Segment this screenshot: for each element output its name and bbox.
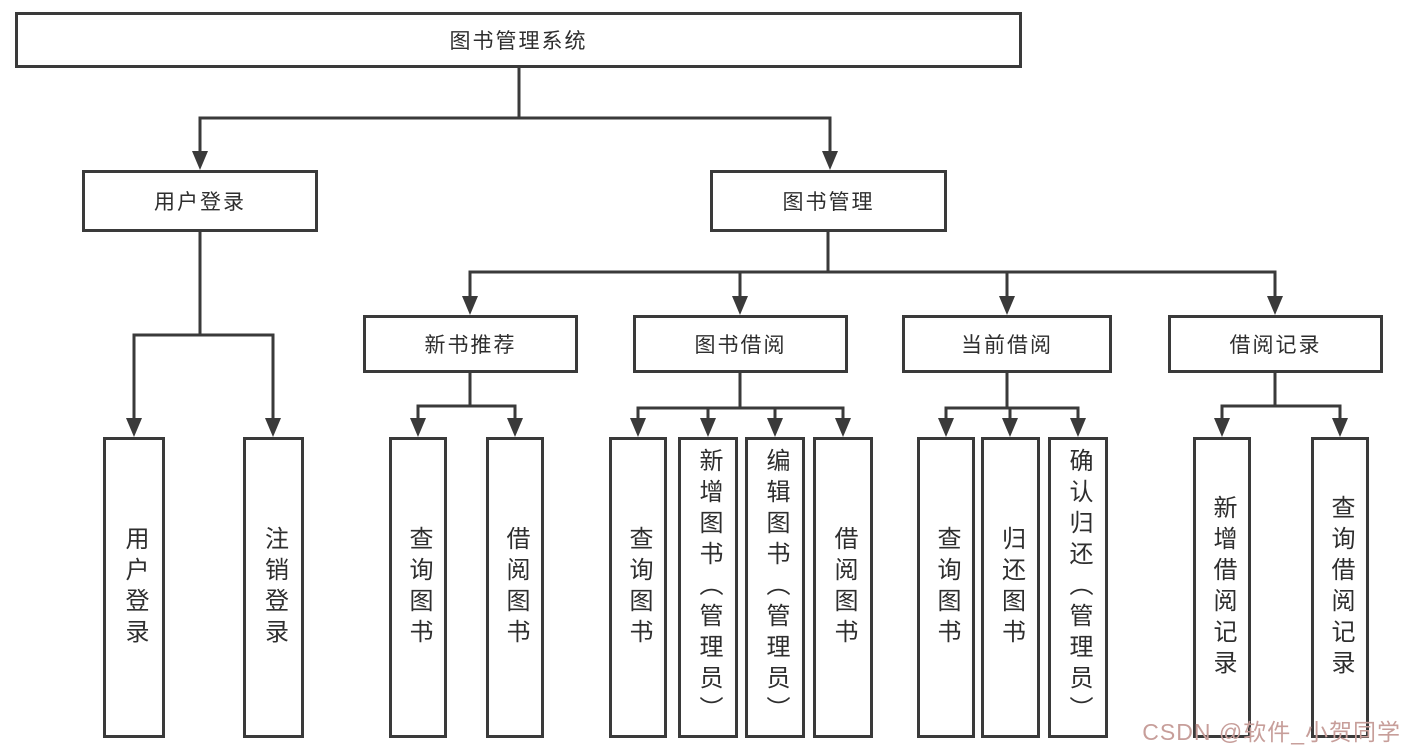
leaf-recommend-borrow-book-label: 借阅图书	[502, 525, 529, 650]
node-current-borrow: 当前借阅	[902, 315, 1112, 373]
leaf-borrow-query-book-label: 查询图书	[625, 525, 652, 650]
node-book-borrow-label: 图书借阅	[694, 334, 787, 357]
node-book-borrow: 图书借阅	[633, 315, 848, 373]
leaf-current-query-book-label: 查询图书	[933, 525, 960, 650]
watermark: CSDN @软件_小贺同学	[1142, 719, 1401, 745]
leaf-query-borrow-record-label: 查询借阅记录	[1327, 494, 1354, 681]
node-book-management-label: 图书管理	[782, 191, 875, 214]
node-new-book-recommend-label: 新书推荐	[424, 334, 517, 357]
leaf-add-book-admin-label: 新增图书（管理员）	[695, 448, 722, 727]
leaf-borrow-book-label: 借阅图书	[830, 525, 857, 650]
leaf-confirm-return-admin: 确认归还（管理员）	[1048, 437, 1108, 738]
leaf-recommend-query-book-label: 查询图书	[405, 525, 432, 650]
tree-line-new-book-recommend	[416, 373, 517, 424]
tree-line-root	[198, 68, 832, 156]
leaf-confirm-return-admin-label: 确认归还（管理员）	[1065, 448, 1092, 727]
leaf-borrow-book: 借阅图书	[813, 437, 873, 738]
node-user-login-label: 用户登录	[154, 191, 246, 214]
leaf-return-book: 归还图书	[981, 437, 1040, 738]
node-user-login: 用户登录	[82, 170, 318, 232]
leaf-query-borrow-record: 查询借阅记录	[1311, 437, 1369, 738]
leaf-current-query-book: 查询图书	[917, 437, 975, 738]
leaf-add-borrow-record: 新增借阅记录	[1193, 437, 1251, 738]
leaf-user-login: 用户登录	[103, 437, 165, 738]
leaf-return-book-label: 归还图书	[997, 525, 1025, 650]
leaf-borrow-query-book: 查询图书	[609, 437, 667, 738]
tree-line-book-management	[468, 232, 1277, 302]
leaf-logout: 注销登录	[243, 437, 304, 738]
tree-line-user-login	[132, 232, 275, 424]
node-new-book-recommend: 新书推荐	[363, 315, 578, 373]
tree-line-borrow-record	[1220, 373, 1342, 424]
node-book-management: 图书管理	[710, 170, 947, 232]
leaf-edit-book-admin: 编辑图书（管理员）	[745, 437, 805, 738]
tree-line-book-borrow	[636, 373, 845, 424]
node-root: 图书管理系统	[15, 12, 1022, 68]
leaf-add-borrow-record-label: 新增借阅记录	[1209, 494, 1236, 681]
node-borrow-record-label: 借阅记录	[1229, 334, 1322, 357]
leaf-recommend-borrow-book: 借阅图书	[486, 437, 544, 738]
leaf-recommend-query-book: 查询图书	[389, 437, 447, 738]
leaf-logout-label: 注销登录	[260, 525, 288, 650]
node-current-borrow-label: 当前借阅	[961, 334, 1053, 357]
node-borrow-record: 借阅记录	[1168, 315, 1383, 373]
arrow-down-icons	[126, 151, 1348, 437]
node-root-label: 图书管理系统	[449, 30, 588, 53]
leaf-user-login-label: 用户登录	[121, 525, 148, 650]
leaf-add-book-admin: 新增图书（管理员）	[678, 437, 738, 738]
tree-line-current-borrow	[944, 373, 1080, 424]
leaf-edit-book-admin-label: 编辑图书（管理员）	[762, 448, 789, 727]
